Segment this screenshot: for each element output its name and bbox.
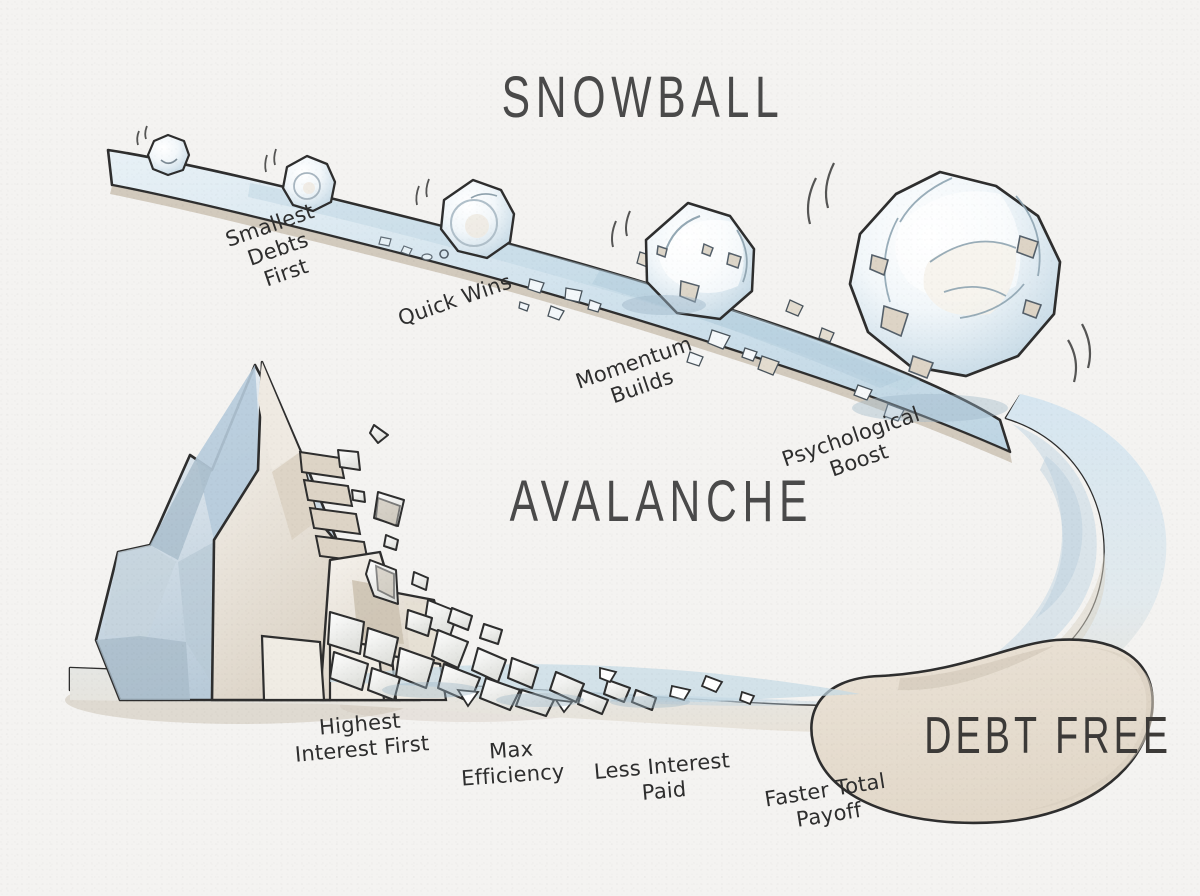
snowball-3 xyxy=(415,178,516,260)
snowball-1 xyxy=(136,125,191,177)
avalanche-debris xyxy=(326,606,860,718)
label-max-efficiency: Max Efficiency xyxy=(460,736,566,791)
title-snowball: SNOWBALL xyxy=(501,65,785,131)
snowball-4 xyxy=(611,201,756,321)
title-avalanche: AVALANCHE xyxy=(509,469,814,535)
snowball-2 xyxy=(264,148,337,213)
title-debt-free: DEBT FREE xyxy=(924,705,1173,765)
snowball-5 xyxy=(806,162,1092,422)
